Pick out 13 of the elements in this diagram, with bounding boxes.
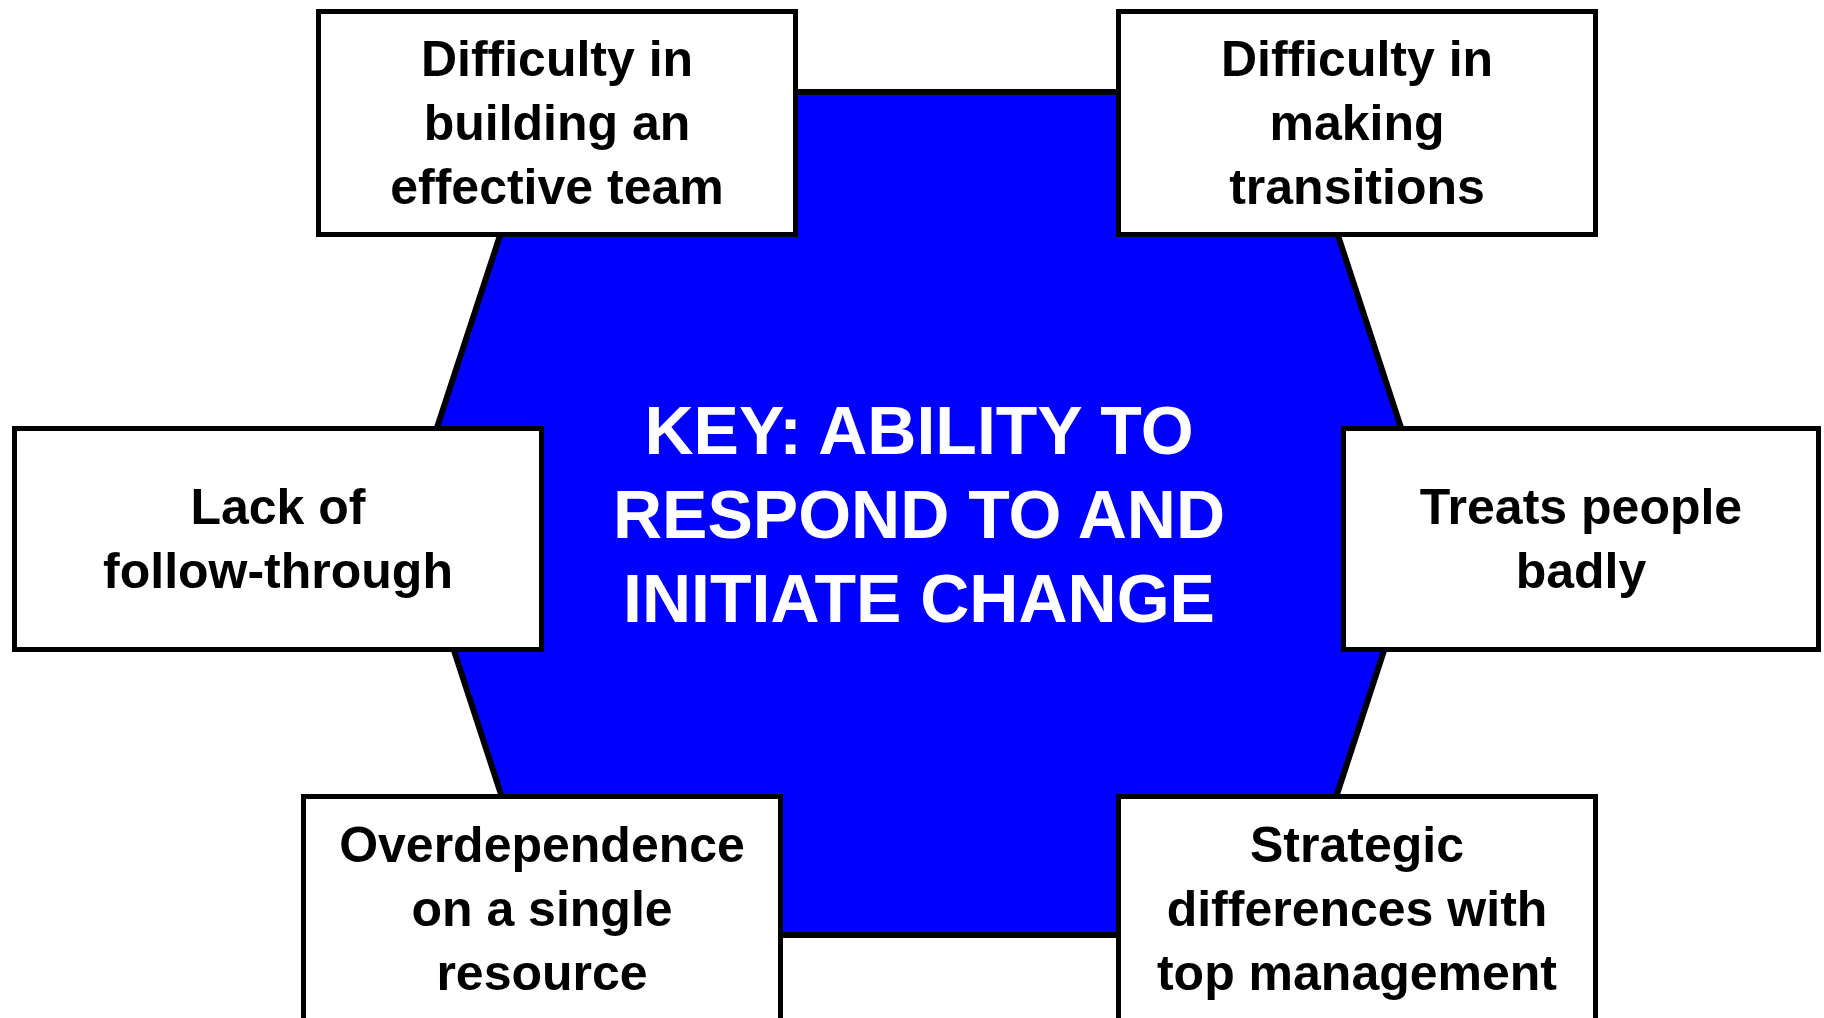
text-box [12, 426, 544, 652]
box-label: Difficulty in building an effective team [389, 30, 725, 217]
box-label: Treats people badly [1418, 478, 1744, 601]
box-label: Strategic differences with top management [1155, 816, 1559, 1003]
text-box [1116, 9, 1598, 237]
text-box [301, 794, 783, 1018]
box-label: Difficulty in making transitions [1219, 30, 1495, 217]
text-box [1341, 426, 1821, 652]
central-label: KEY: ABILITY TO RESPOND TO AND INITIATE CHANGE [611, 390, 1227, 638]
box-label: Lack of follow-through [102, 478, 454, 601]
box-label: Overdependence on a single resource [338, 816, 746, 1003]
text-box [316, 9, 798, 237]
text-box [1116, 794, 1598, 1018]
